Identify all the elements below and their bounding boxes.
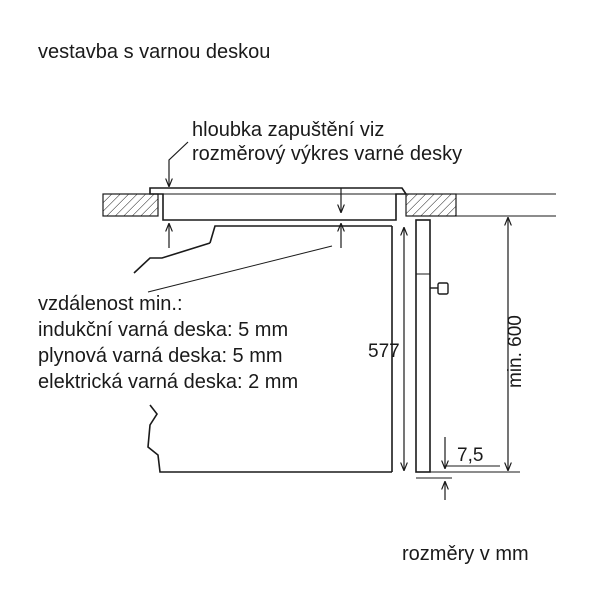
bottom-gap-label: 7,5 — [457, 445, 483, 466]
recess-note-line-1: hloubka zapuštění viz — [192, 119, 384, 141]
recess-note-line-2: rozměrový výkres varné desky — [192, 143, 462, 165]
distance-note-line-gas: plynová varná deska: 5 mm — [38, 345, 283, 367]
countertop-left — [102, 193, 159, 217]
distance-note-line-electric: elektrická varná deska: 2 mm — [38, 371, 298, 393]
oven-rear-break-lower — [147, 404, 392, 473]
niche-height-label: min. 600 — [505, 315, 526, 388]
diagram-title: vestavba s varnou deskou — [38, 41, 270, 63]
distance-note-heading: vzdálenost min.: — [38, 293, 183, 315]
distance-note-line-induction: indukční varná deska: 5 mm — [38, 319, 288, 341]
oven-rear-break-upper — [133, 242, 211, 274]
hob-body — [149, 187, 408, 221]
oven-top-outline — [209, 225, 392, 244]
distance-note-leader — [147, 245, 333, 293]
countertop-right — [405, 193, 457, 217]
units-note: rozměry v mm — [402, 543, 529, 565]
oven-height-label: 577 — [368, 341, 400, 362]
recess-note-leader — [169, 141, 189, 186]
oven-handle — [437, 282, 449, 295]
oven-door — [415, 219, 431, 473]
